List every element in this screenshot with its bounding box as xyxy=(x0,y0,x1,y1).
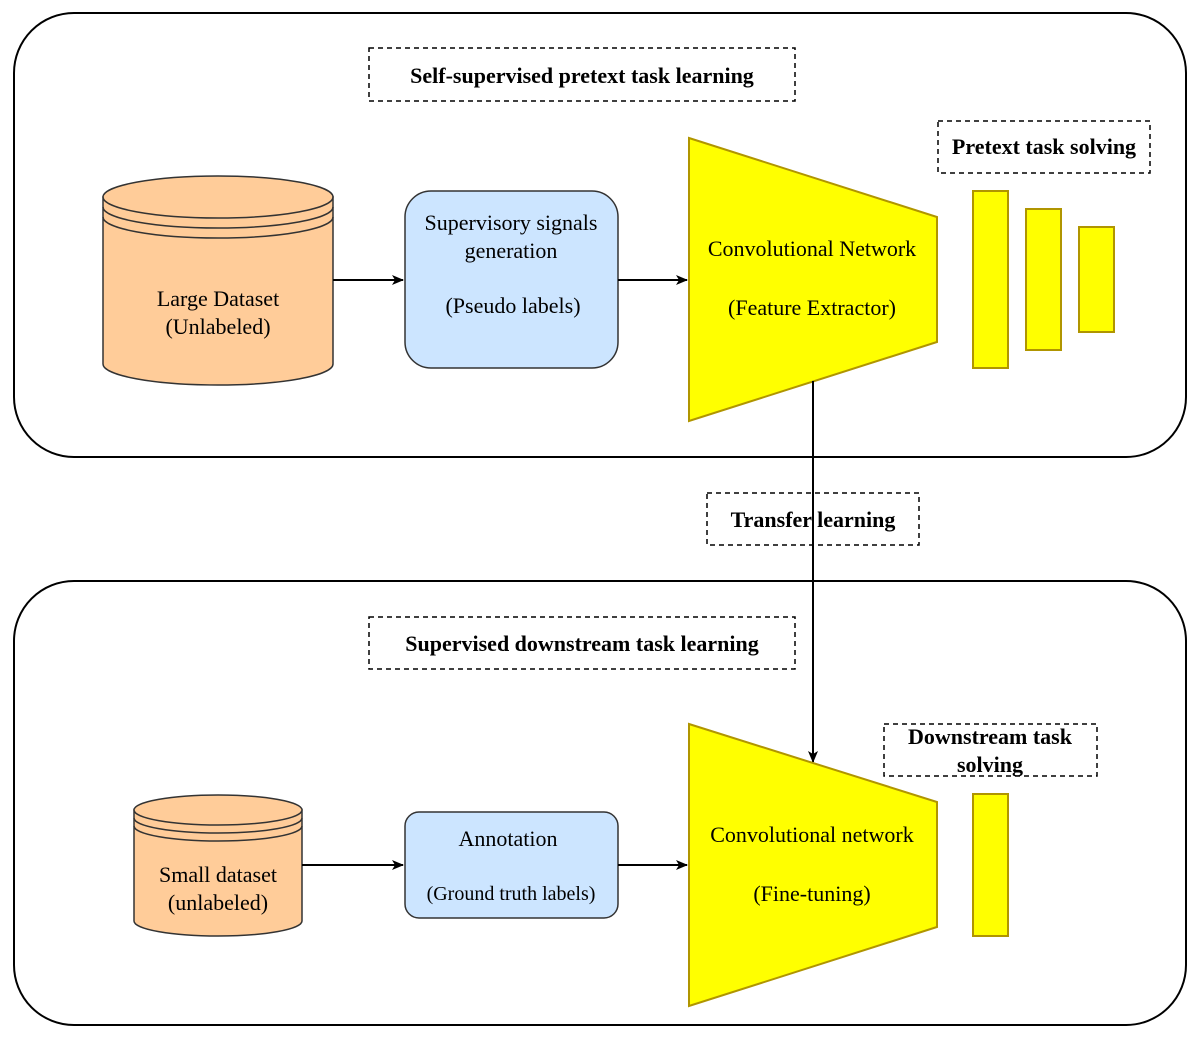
downstream-head-block xyxy=(972,793,1009,937)
large-dataset-cylinder xyxy=(102,175,334,386)
pretext-task-box xyxy=(937,120,1151,174)
downstream-task-label-2: solving xyxy=(957,752,1023,777)
supervisory-signals-label: Supervisory signals xyxy=(425,210,598,235)
small-dataset-label: Small dataset xyxy=(159,862,277,887)
downstream-title: Supervised downstream task learning xyxy=(405,631,758,656)
transfer-learning-label: Transfer learning xyxy=(731,507,896,532)
large-dataset-label: Large Dataset xyxy=(157,286,279,311)
pretext-head-block-2 xyxy=(1025,208,1062,351)
pretext-panel xyxy=(13,12,1187,458)
fine-tuning-sublabel: (Fine-tuning) xyxy=(753,881,870,906)
feature-extractor-network xyxy=(688,136,938,423)
pseudo-labels-label: (Pseudo labels) xyxy=(445,293,580,318)
fine-tuning-network xyxy=(688,722,938,1008)
feature-extractor-sublabel: (Feature Extractor) xyxy=(728,295,896,320)
supervisory-signals-label-2: generation xyxy=(465,238,558,263)
downstream-task-label: Downstream task xyxy=(908,724,1073,749)
pretext-task-label: Pretext task solving xyxy=(952,134,1136,159)
downstream-title-box xyxy=(368,616,796,670)
annotation-label: Annotation xyxy=(459,826,558,851)
pretext-title: Self-supervised pretext task learning xyxy=(410,63,754,88)
pretext-title-box xyxy=(368,47,796,102)
pretext-head-block-3 xyxy=(1078,226,1115,333)
ground-truth-label: (Ground truth labels) xyxy=(427,883,596,905)
feature-extractor-label: Convolutional Network xyxy=(708,236,916,261)
small-dataset-cylinder xyxy=(133,794,303,937)
downstream-panel xyxy=(13,580,1187,1026)
transfer-learning-box xyxy=(706,492,920,546)
small-dataset-sublabel: (unlabeled) xyxy=(168,890,268,915)
fine-tuning-label: Convolutional network xyxy=(710,822,913,847)
large-dataset-sublabel: (Unlabeled) xyxy=(165,314,270,339)
pretext-head-block-1 xyxy=(972,190,1009,369)
downstream-task-box xyxy=(883,723,1098,777)
